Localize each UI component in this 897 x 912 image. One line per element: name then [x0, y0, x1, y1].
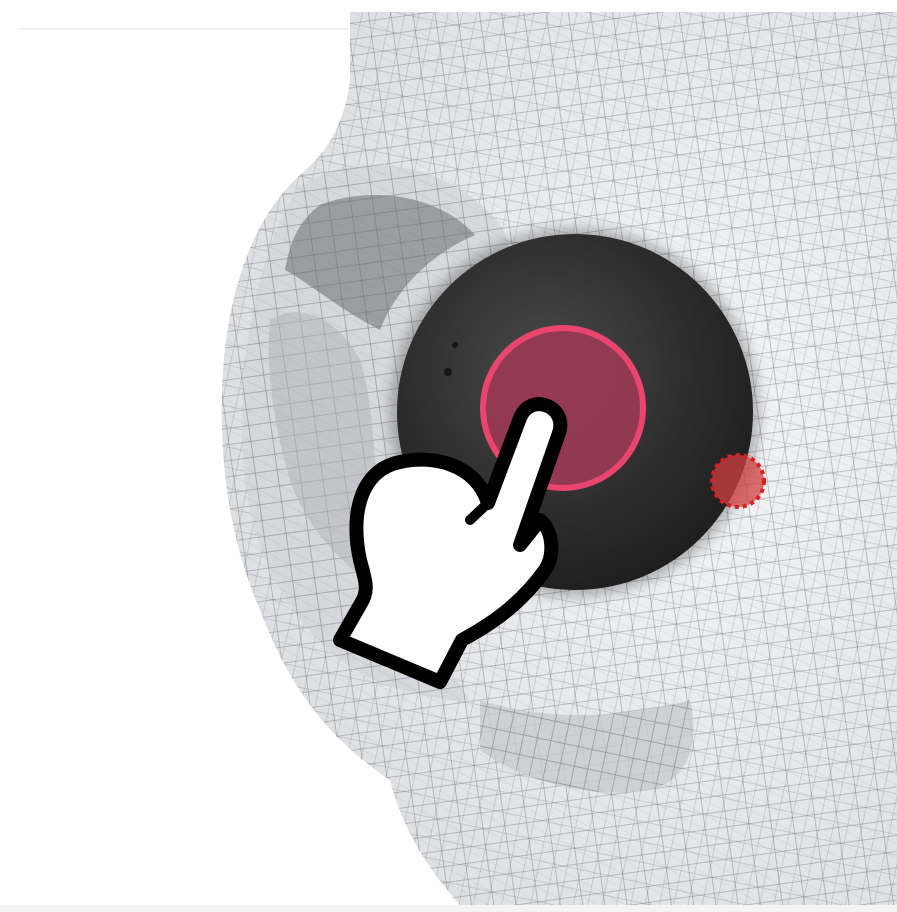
touch-point-icon [712, 455, 764, 507]
